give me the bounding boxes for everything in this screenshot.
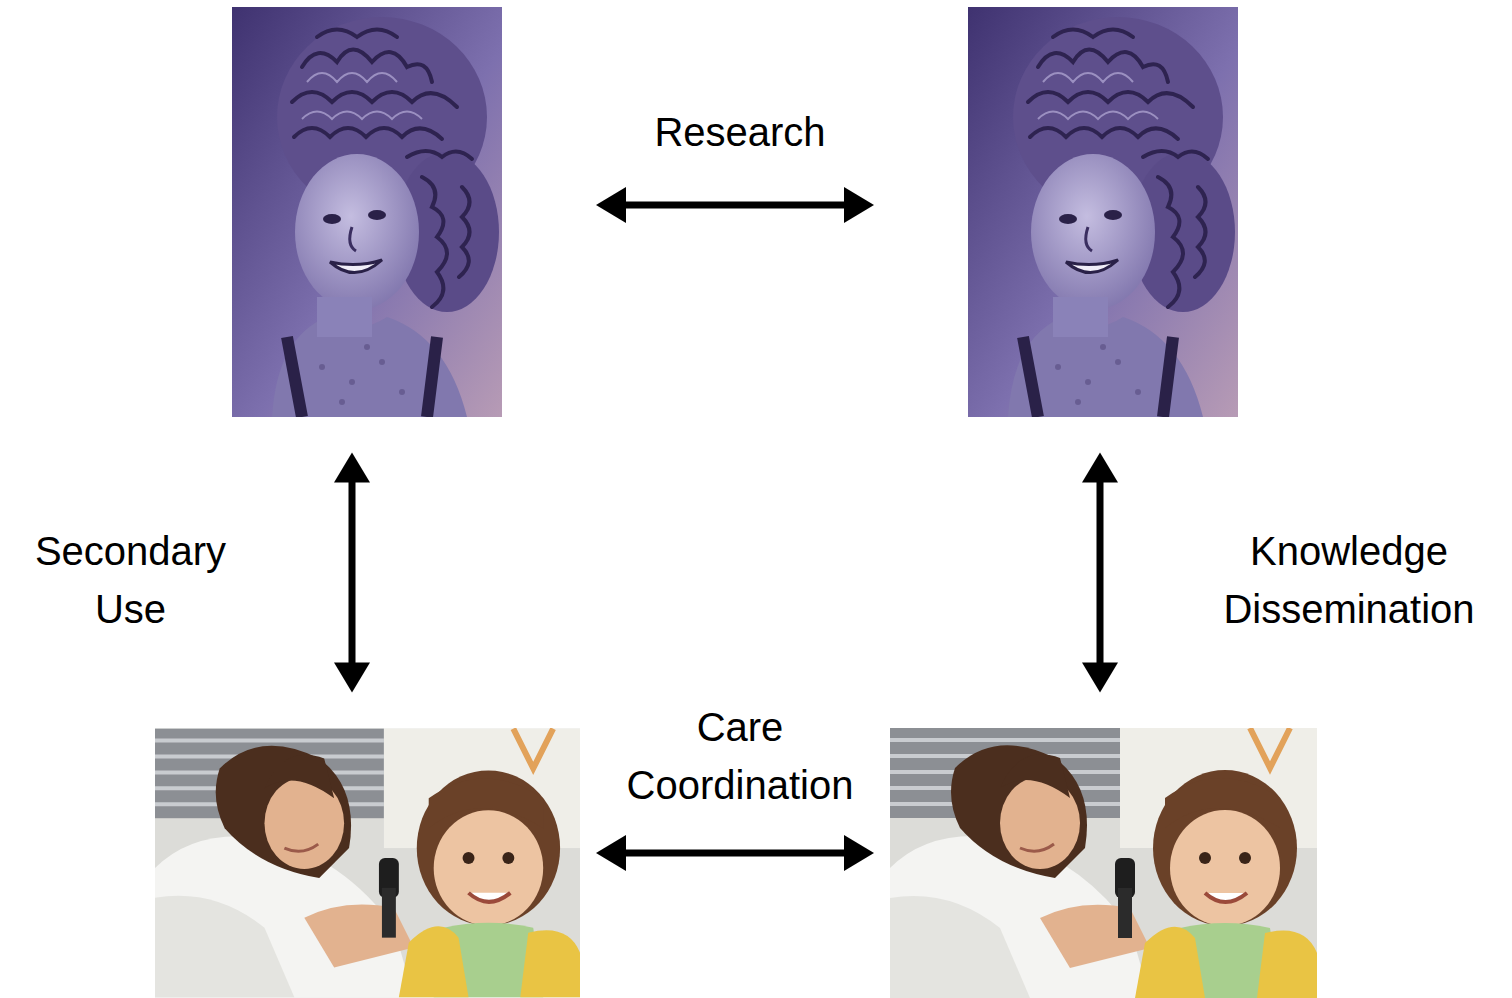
arrow-head	[1082, 453, 1118, 483]
double-arrow	[596, 835, 874, 871]
arrow-head	[844, 835, 874, 871]
picture-node	[968, 7, 1238, 417]
double-arrow	[596, 187, 874, 223]
brain-bust-picture	[968, 7, 1238, 417]
arrow-shaft	[622, 850, 848, 857]
brain-bust-picture	[232, 7, 502, 417]
arrow-head	[1082, 663, 1118, 693]
edge-label: Secondary Use	[8, 522, 253, 638]
arrow-head	[596, 187, 626, 223]
edge-label: Knowledge Dissemination	[1192, 522, 1506, 638]
edge-label: Research	[590, 103, 890, 161]
arrow-head	[334, 453, 370, 483]
picture-node	[155, 728, 580, 998]
arrow-head	[844, 187, 874, 223]
arrow-head	[596, 835, 626, 871]
arrow-shaft	[349, 479, 356, 667]
doctor-child-photo	[890, 728, 1317, 998]
double-arrow	[334, 453, 370, 693]
arrow-shaft	[622, 202, 848, 209]
arrow-shaft	[1097, 479, 1104, 667]
picture-node	[890, 728, 1317, 998]
picture-node	[232, 7, 502, 417]
edge-label: Care Coordination	[590, 698, 890, 814]
doctor-child-photo	[155, 729, 580, 998]
arrow-head	[334, 663, 370, 693]
double-arrow	[1082, 453, 1118, 693]
